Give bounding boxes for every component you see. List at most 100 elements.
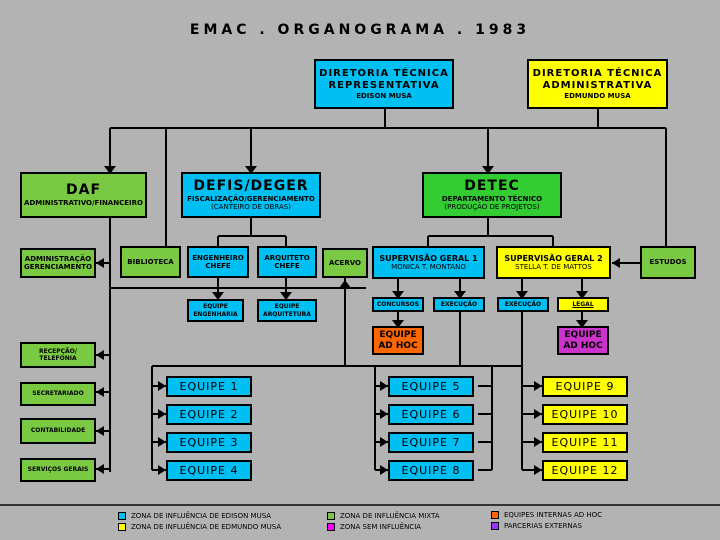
acervo-label: ACERVO <box>329 258 361 267</box>
adhoc1-line1: EQUIPE <box>379 329 417 340</box>
team-label: EQUIPE 5 <box>401 379 461 393</box>
adhoc2-line1: EQUIPE <box>564 329 602 340</box>
legend-swatch <box>491 511 499 519</box>
defis-line3: (CANTEIRO DE OBRAS) <box>211 203 291 212</box>
engchefe-line2: CHEFE <box>205 262 231 270</box>
recepcao-line1: RECEPÇÃO/ <box>39 347 77 355</box>
box-detec: DETEC DEPARTAMENTO TÉCNICO (PRODUÇÃO DE … <box>422 172 562 218</box>
legend-item: EQUIPES INTERNAS AD HOC <box>491 511 602 519</box>
team-box: EQUIPE 3 <box>166 432 252 453</box>
team-label: EQUIPE 7 <box>401 435 461 449</box>
legend-item: ZONA DE INFLUÊNCIA DE EDMUNDO MUSA <box>118 523 281 531</box>
biblioteca-label: BIBLIOTECA <box>127 257 174 266</box>
arqchefe-line1: ARQUITETO <box>264 253 310 262</box>
eqeng-line2: ENGENHARIA <box>193 310 238 318</box>
recepcao-line2: TELEFONIA <box>39 355 77 362</box>
team-box: EQUIPE 6 <box>388 404 474 425</box>
team-box: EQUIPE 2 <box>166 404 252 425</box>
adhoc1-line2: AD HOC <box>378 340 418 351</box>
adhoc2-line2: AD HOC <box>563 340 603 351</box>
detec-line1: DETEC <box>464 178 520 195</box>
legend-label: ZONA DE INFLUÊNCIA DE EDMUNDO MUSA <box>131 523 282 531</box>
team-label: EQUIPE 8 <box>401 463 461 477</box>
contabilidade-label: CONTABILIDADE <box>30 427 86 435</box>
box-diretoria-administrativa: DIRETORIA TÉCNICA ADMINISTRATIVA EDMUNDO… <box>527 59 668 109</box>
legend-swatch <box>118 512 126 520</box>
team-label: EQUIPE 4 <box>179 463 239 477</box>
team-box: EQUIPE 5 <box>388 376 474 397</box>
detec-line2: DEPARTAMENTO TÉCNICO <box>441 195 543 203</box>
box-legal: LEGAL <box>557 297 609 312</box>
box-equipe-ad-hoc-1: EQUIPE AD HOC <box>372 326 424 355</box>
eqarq-line1: EQUIPE <box>274 303 300 311</box>
dtr-line2: REPRESENTATIVA <box>328 79 440 91</box>
box-daf: DAF ADMINISTRATIVO/FINANCEIRO <box>20 172 147 218</box>
box-equipe-ad-hoc-2: EQUIPE AD HOC <box>557 326 609 355</box>
box-estudos: ESTUDOS <box>640 246 696 279</box>
box-equipe-engenharia: EQUIPE ENGENHARIA <box>187 299 244 322</box>
legend-swatch <box>491 522 499 530</box>
defis-line1: DEFIS/DEGER <box>193 178 309 195</box>
team-box: EQUIPE 12 <box>542 460 628 481</box>
engchefe-line1: ENGENHEIRO <box>192 253 244 262</box>
execucao2-label: EXECUÇÃO <box>504 300 542 308</box>
box-engenheiro-chefe: ENGENHEIRO CHEFE <box>187 246 249 278</box>
box-execucao-1: EXECUÇÃO <box>433 297 485 312</box>
team-box: EQUIPE 4 <box>166 460 252 481</box>
team-label: EQUIPE 1 <box>179 379 239 393</box>
box-equipe-arquitetura: EQUIPE ARQUITETURA <box>257 299 317 322</box>
execucao1-label: EXECUÇÃO <box>440 300 478 308</box>
dta-line2: ADMINISTRATIVA <box>542 79 653 91</box>
legend-item: ZONA SEM INFLUÊNCIA <box>327 523 421 531</box>
team-label: EQUIPE 6 <box>401 407 461 421</box>
box-contabilidade: CONTABILIDADE <box>20 418 96 444</box>
daf-line2: ADMINISTRATIVO/FINANCEIRO <box>24 199 143 208</box>
team-label: EQUIPE 12 <box>551 463 619 477</box>
eqarq-line2: ARQUITETURA <box>263 310 311 318</box>
legend-swatch <box>118 523 126 531</box>
box-acervo: ACERVO <box>322 248 368 278</box>
legend-swatch <box>327 523 335 531</box>
box-arquiteto-chefe: ARQUITETO CHEFE <box>257 246 317 278</box>
box-supervisao-geral-1: SUPERVISÃO GERAL 1 MONICA T. MONTANO <box>372 246 485 279</box>
box-secretariado: SECRETARIADO <box>20 382 96 406</box>
detec-line3: (PRODUÇÃO DE PROJETOS) <box>444 203 540 212</box>
servicos-label: SERVIÇOS GERAIS <box>27 466 89 474</box>
concursos-label: CONCURSOS <box>376 300 420 308</box>
estudos-label: ESTUDOS <box>649 258 687 267</box>
dta-line3: EDMUNDO MUSA <box>564 91 631 100</box>
legend-label: ZONA SEM INFLUÊNCIA <box>340 523 422 531</box>
team-label: EQUIPE 11 <box>551 435 619 449</box>
team-box: EQUIPE 8 <box>388 460 474 481</box>
secretariado-label: SECRETARIADO <box>32 390 84 398</box>
box-administracao: ADMINISTRAÇÃO GERENCIAMENTO <box>20 248 96 278</box>
team-box: EQUIPE 9 <box>542 376 628 397</box>
legend-label: ZONA DE INFLUÊNCIA MIXTA <box>340 512 440 520</box>
sg1-line2: MONICA T. MONTANO <box>391 263 466 272</box>
team-label: EQUIPE 10 <box>551 407 619 421</box>
admger-line1: ADMINISTRAÇÃO <box>24 254 92 263</box>
sg2-line1: SUPERVISÃO GERAL 2 <box>504 253 603 263</box>
legend-item: ZONA DE INFLUÊNCIA DE EDISON MUSA <box>118 512 271 520</box>
team-label: EQUIPE 3 <box>179 435 239 449</box>
box-recepcao: RECEPÇÃO/ TELEFONIA <box>20 342 96 368</box>
team-box: EQUIPE 11 <box>542 432 628 453</box>
admger-line2: GERENCIAMENTO <box>23 263 93 271</box>
box-biblioteca: BIBLIOTECA <box>120 246 181 278</box>
team-label: EQUIPE 2 <box>179 407 239 421</box>
team-box: EQUIPE 10 <box>542 404 628 425</box>
sg1-line1: SUPERVISÃO GERAL 1 <box>379 253 478 263</box>
legend-swatch <box>327 512 335 520</box>
legend-label: PARCERIAS EXTERNAS <box>504 522 582 530</box>
box-diretoria-representativa: DIRETORIA TÉCNICA REPRESENTATIVA EDISON … <box>314 59 454 109</box>
legend-item: ZONA DE INFLUÊNCIA MIXTA <box>327 512 440 520</box>
defis-line2: FISCALIZAÇÃO/GERENCIAMENTO <box>187 195 315 203</box>
daf-line1: DAF <box>65 182 102 199</box>
team-label: EQUIPE 9 <box>555 379 615 393</box>
dtr-line3: EDISON MUSA <box>356 91 412 100</box>
box-execucao-2: EXECUÇÃO <box>497 297 549 312</box>
box-servicos-gerais: SERVIÇOS GERAIS <box>20 458 96 482</box>
team-box: EQUIPE 1 <box>166 376 252 397</box>
legend-divider <box>0 504 720 506</box>
